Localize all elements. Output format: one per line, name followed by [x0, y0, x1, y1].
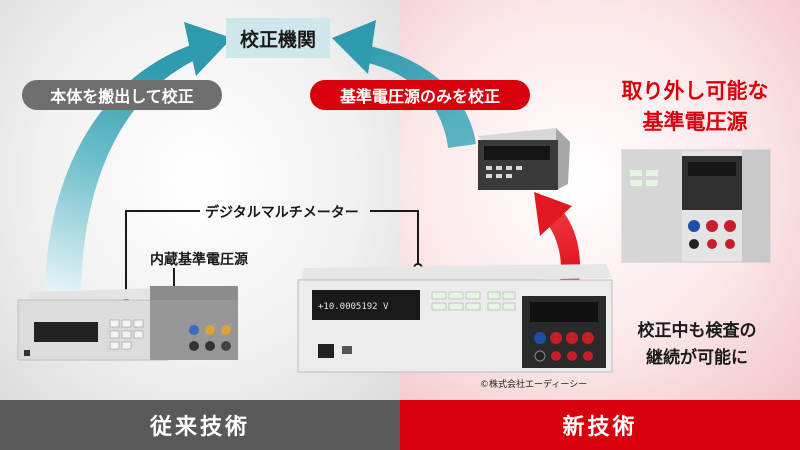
footer-conventional-label: 従来技術	[0, 400, 400, 450]
conventional-dmm-device	[17, 286, 238, 361]
bottom-note-line1: 校正中も検査の	[637, 321, 757, 341]
calibration-institution-box: 校正機関	[226, 18, 330, 58]
new-path-label: 基準電圧源のみを校正	[310, 80, 530, 110]
removable-reference-module	[478, 128, 570, 190]
dmm-callout-label: デジタルマルチメーター	[205, 205, 359, 221]
copyright-notice: ©株式会社エーディーシー	[480, 380, 588, 390]
removable-heading-line2: 基準電圧源	[642, 110, 748, 134]
conventional-path-label: 本体を搬出して校正	[22, 80, 222, 110]
removable-heading-line1: 取り外し可能な	[621, 79, 769, 103]
builtin-reference-callout-label: 内蔵基準電圧源	[150, 252, 248, 268]
continuous-inspection-note: 校正中も検査の 継続が可能に	[612, 318, 782, 372]
footer-new-label: 新技術	[400, 400, 800, 450]
new-calibration-arrow	[332, 20, 476, 148]
module-closeup-photo	[621, 149, 771, 263]
device-readout-text: +10.0005192 V	[318, 302, 389, 312]
removable-reference-heading: 取り外し可能な 基準電圧源	[600, 76, 790, 138]
bottom-note-line2: 継続が可能に	[646, 348, 748, 368]
diagram-graphics: +10.0005192 V	[17, 20, 771, 373]
new-dmm-device: +10.0005192 V	[297, 264, 613, 373]
conventional-calibration-arrow	[45, 22, 232, 290]
